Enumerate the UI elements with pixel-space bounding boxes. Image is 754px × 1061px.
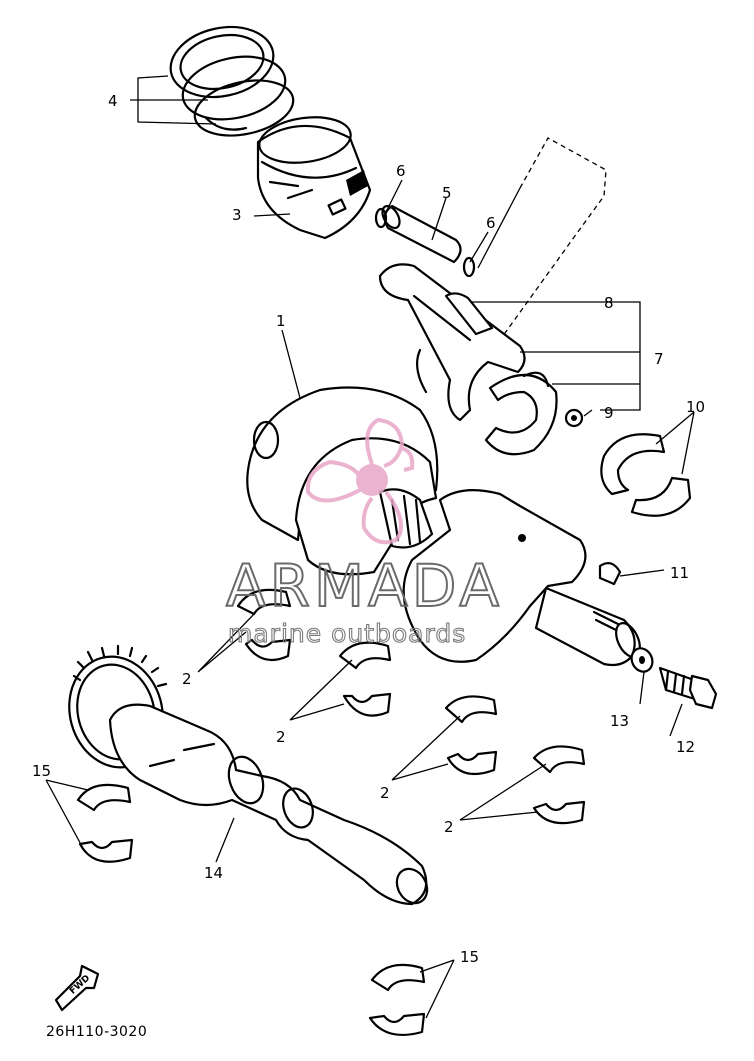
callout-5: 5 [442, 184, 452, 202]
callout-13: 13 [610, 712, 629, 730]
callout-6: 6 [396, 162, 406, 180]
callout-2: 2 [182, 670, 192, 688]
callout-6: 6 [486, 214, 496, 232]
callout-15: 15 [460, 948, 479, 966]
propeller-logo-icon [305, 417, 415, 545]
woodruff-key [598, 561, 622, 586]
big-end-bearings [600, 433, 692, 517]
connecting-rod [378, 137, 607, 456]
piston [256, 116, 372, 240]
piston-pin-clips [374, 207, 476, 278]
main-bearing-shell [236, 588, 586, 825]
watermark-tagline: marine outboards [228, 619, 466, 648]
callout-4: 4 [108, 92, 118, 110]
callout-15: 15 [32, 762, 51, 780]
crank-bolt [658, 666, 718, 710]
watermark: ARMADA marine outboards [225, 417, 503, 649]
piston-rings [169, 25, 295, 137]
callout-11: 11 [670, 564, 689, 582]
washer [630, 647, 654, 673]
forward-arrow: FWD [54, 964, 100, 1012]
balancer-bearing-shell [76, 783, 426, 1036]
balancer-shaft [68, 644, 429, 906]
piston-pin [381, 204, 462, 264]
callout-2: 2 [380, 784, 390, 802]
callout-10: 10 [686, 398, 705, 416]
callout-1: 1 [276, 312, 286, 330]
diagram-code: 26H110-3020 [46, 1024, 147, 1040]
callout-3: 3 [232, 206, 242, 224]
leader-lines [45, 75, 695, 1019]
callout-12: 12 [676, 738, 695, 756]
callout-2: 2 [444, 818, 454, 836]
callout-7: 7 [654, 350, 664, 368]
callout-2: 2 [276, 728, 286, 746]
watermark-brand: ARMADA [226, 552, 503, 620]
callout-numbers: 1 2 2 2 2 3 4 5 6 6 7 8 9 10 11 12 13 14… [32, 92, 705, 966]
callout-14: 14 [204, 864, 223, 882]
callout-8: 8 [604, 294, 614, 312]
callout-9: 9 [604, 404, 614, 422]
